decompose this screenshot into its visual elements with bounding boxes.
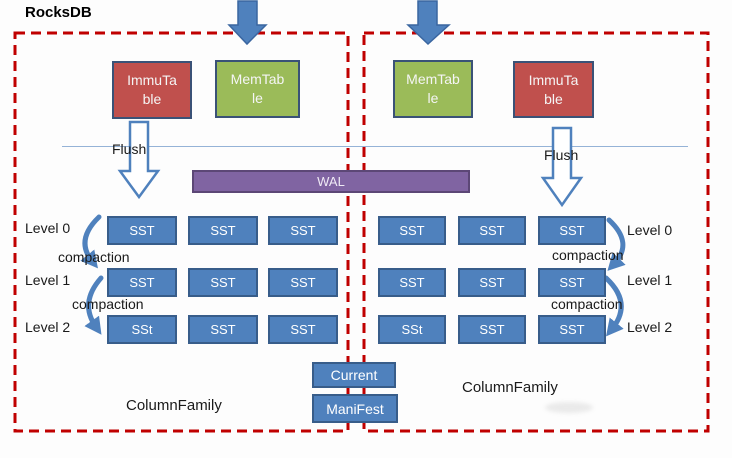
sst-box: SST bbox=[268, 268, 338, 297]
diagram-title: RocksDB bbox=[25, 4, 92, 21]
level0-label-left: Level 0 bbox=[25, 220, 71, 236]
compaction-label-right-1: compaction bbox=[552, 247, 624, 263]
write-arrow-left-icon bbox=[227, 0, 268, 46]
manifest-box: ManiFest bbox=[312, 394, 398, 423]
columnfamily-label-left: ColumnFamily bbox=[126, 397, 222, 414]
flush-arrow-left-icon bbox=[117, 120, 161, 200]
sst-box: SST bbox=[107, 216, 177, 245]
current-box: Current bbox=[312, 362, 396, 388]
compaction-label-left-2: compaction bbox=[72, 296, 144, 312]
sst-box: SST bbox=[188, 268, 258, 297]
sst-box: SST bbox=[538, 216, 606, 245]
sst-box: SST bbox=[378, 216, 446, 245]
level1-label-right: Level 1 bbox=[627, 272, 673, 288]
sst-box: SST bbox=[107, 268, 177, 297]
watermark-smudge bbox=[545, 402, 593, 413]
level0-label-right: Level 0 bbox=[627, 222, 673, 238]
sst-box: SST bbox=[538, 315, 606, 344]
left-columnfamily-dashed-border bbox=[13, 31, 350, 433]
level2-label-right: Level 2 bbox=[627, 319, 673, 335]
sst-box: SST bbox=[268, 216, 338, 245]
sst-box: SSt bbox=[107, 315, 177, 344]
compaction-arc-left-l0-l1 bbox=[80, 214, 102, 269]
flush-label-right: Flush bbox=[544, 147, 579, 163]
columnfamily-label-right: ColumnFamily bbox=[462, 379, 558, 396]
level2-label-left: Level 2 bbox=[25, 319, 71, 335]
compaction-label-right-2: compaction bbox=[551, 296, 623, 312]
immutable-memtable-right: ImmuTa ble bbox=[513, 61, 594, 118]
compaction-arc-right-l0-l1 bbox=[606, 217, 626, 271]
right-columnfamily-dashed-border bbox=[362, 31, 710, 433]
sst-box: SST bbox=[268, 315, 338, 344]
memtable-left: MemTab le bbox=[215, 60, 300, 118]
sst-box: SST bbox=[378, 268, 446, 297]
compaction-arc-left-l1-l2 bbox=[84, 275, 104, 335]
sst-box: SST bbox=[538, 268, 606, 297]
compaction-label-left-1: compaction bbox=[58, 249, 130, 265]
sst-box: SSt bbox=[378, 315, 446, 344]
wal-bar: WAL bbox=[192, 170, 470, 193]
level1-label-left: Level 1 bbox=[25, 272, 71, 288]
sst-box: SST bbox=[458, 315, 526, 344]
memtable-right: MemTab le bbox=[393, 60, 473, 118]
flush-label-left: Flush bbox=[112, 141, 147, 157]
sst-box: SST bbox=[458, 268, 526, 297]
compaction-arc-right-l1-l2 bbox=[603, 275, 624, 337]
flush-arrow-right-icon bbox=[540, 126, 584, 208]
sst-box: SST bbox=[458, 216, 526, 245]
immutable-memtable-left: ImmuTa ble bbox=[112, 61, 192, 119]
sst-box: SST bbox=[188, 315, 258, 344]
sst-box: SST bbox=[188, 216, 258, 245]
write-arrow-right-icon bbox=[406, 0, 451, 46]
